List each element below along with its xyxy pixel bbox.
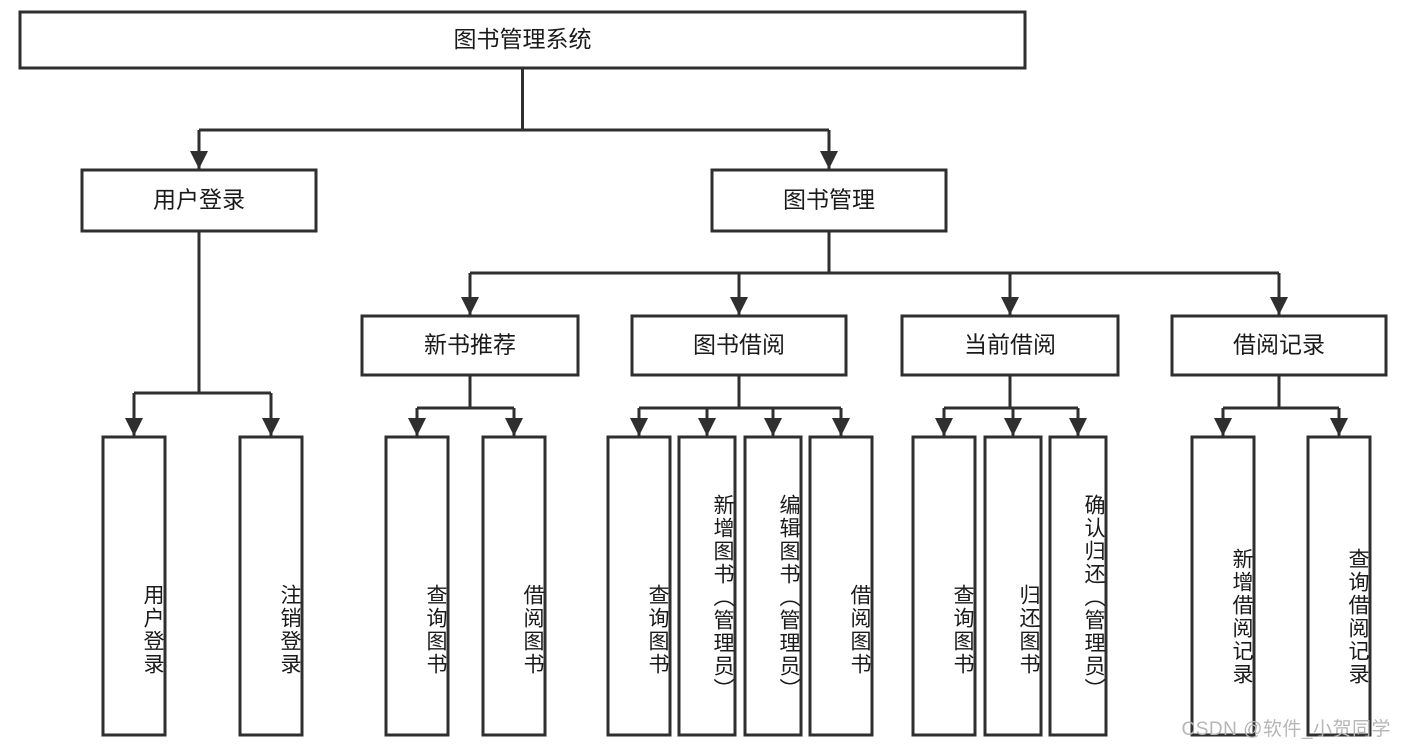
arrow-head-icon — [832, 418, 850, 436]
node-box-leaf-return-book[interactable] — [983, 435, 1043, 737]
node-box-leaf-query-book-current[interactable] — [911, 435, 977, 737]
arrow-head-icon — [730, 297, 748, 315]
node-label-user-login: 用户登录 — [153, 187, 245, 213]
node-box-current-borrow[interactable] — [900, 314, 1120, 377]
node-box-root[interactable] — [18, 10, 1027, 70]
arrow-head-icon — [1069, 418, 1087, 436]
node-box-borrow-record[interactable] — [1170, 314, 1388, 377]
arrow-head-icon — [505, 418, 523, 436]
node-label-book-management: 图书管理 — [783, 187, 875, 213]
arrow-head-icon — [461, 297, 479, 315]
arrow-head-icon — [1270, 297, 1288, 315]
node-box-leaf-edit-book-admin[interactable] — [743, 435, 803, 737]
arrow-head-icon — [262, 418, 280, 436]
arrow-head-icon — [190, 151, 208, 169]
node-box-leaf-add-book-admin[interactable] — [677, 435, 737, 737]
csdn-watermark: CSDN @软件_小贺同学 — [1181, 719, 1391, 740]
node-box-leaf-query-book-borrow[interactable] — [606, 435, 672, 737]
arrow-head-icon — [1004, 418, 1022, 436]
arrow-head-icon — [935, 418, 953, 436]
arrow-head-icon — [764, 418, 782, 436]
node-box-leaf-borrow-book[interactable] — [808, 435, 874, 737]
arrow-head-icon — [1001, 297, 1019, 315]
boxes-layer — [18, 10, 1388, 737]
node-label-borrow-record: 借阅记录 — [1233, 332, 1325, 358]
node-label-root: 图书管理系统 — [454, 26, 592, 52]
node-box-leaf-logout[interactable] — [238, 435, 304, 737]
node-box-new-book-recommend[interactable] — [360, 314, 580, 377]
node-label-current-borrow: 当前借阅 — [964, 332, 1056, 358]
node-box-leaf-borrow-book-recommend[interactable] — [481, 435, 547, 737]
node-box-leaf-query-borrow-record[interactable] — [1306, 435, 1372, 737]
node-label-new-book-recommend: 新书推荐 — [424, 332, 516, 358]
node-box-user-login[interactable] — [80, 168, 318, 233]
node-label-book-borrow: 图书借阅 — [693, 332, 785, 358]
node-box-leaf-add-borrow-record[interactable] — [1190, 435, 1256, 737]
arrow-head-icon — [125, 418, 143, 436]
node-box-leaf-user-login[interactable] — [101, 435, 167, 737]
arrow-head-icon — [408, 418, 426, 436]
arrow-head-icon — [1214, 418, 1232, 436]
connectors-layer — [125, 68, 1348, 436]
node-box-book-management[interactable] — [710, 168, 948, 233]
arrow-head-icon — [820, 151, 838, 169]
arrow-head-icon — [1330, 418, 1348, 436]
node-box-leaf-confirm-return-admin[interactable] — [1048, 435, 1108, 737]
arrow-head-icon — [630, 418, 648, 436]
node-box-book-borrow[interactable] — [630, 314, 848, 377]
node-box-leaf-query-book-recommend[interactable] — [384, 435, 450, 737]
arrow-head-icon — [698, 418, 716, 436]
